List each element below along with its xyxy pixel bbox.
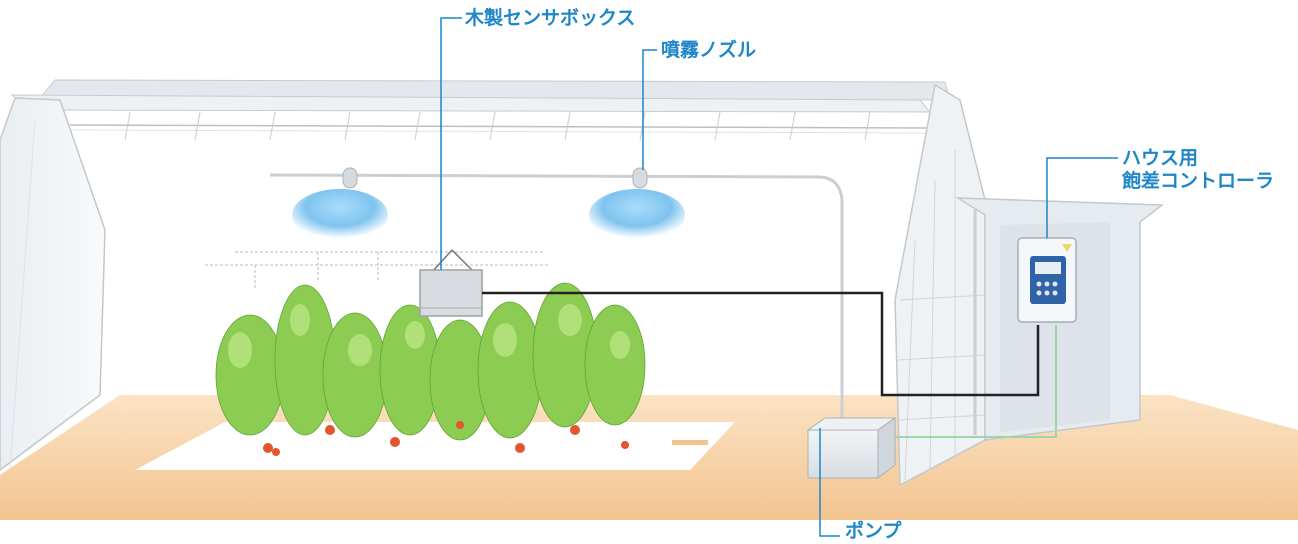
tomato-plants	[215, 282, 646, 456]
mist-pipe	[269, 173, 844, 425]
pump	[806, 417, 897, 480]
signal-cable	[482, 291, 1040, 397]
label-sensor-box: 木製センサボックス	[465, 7, 635, 30]
label-controller: ハウス用 飽差コントローラ	[1122, 147, 1274, 193]
saturation-controller	[1017, 237, 1077, 323]
label-sensor-box-text: 木製センサボックス	[465, 7, 636, 29]
pump-cable	[895, 325, 1057, 438]
support-wires	[205, 251, 550, 290]
label-pump: ポンプ	[845, 520, 901, 543]
mist-nozzle-right	[589, 167, 685, 241]
label-mist-nozzle: 噴霧ノズル	[661, 39, 756, 62]
label-pump-text: ポンプ	[845, 520, 902, 542]
callout-lines	[440, 17, 1118, 537]
sensor-box	[419, 249, 483, 317]
label-controller-line1: ハウス用	[1122, 147, 1199, 169]
mist-nozzle-left	[292, 167, 388, 241]
greenhouse-frame	[0, 79, 1165, 487]
label-mist-nozzle-text: 噴霧ノズル	[661, 39, 757, 61]
label-controller-line2: 飽差コントローラ	[1122, 170, 1275, 192]
